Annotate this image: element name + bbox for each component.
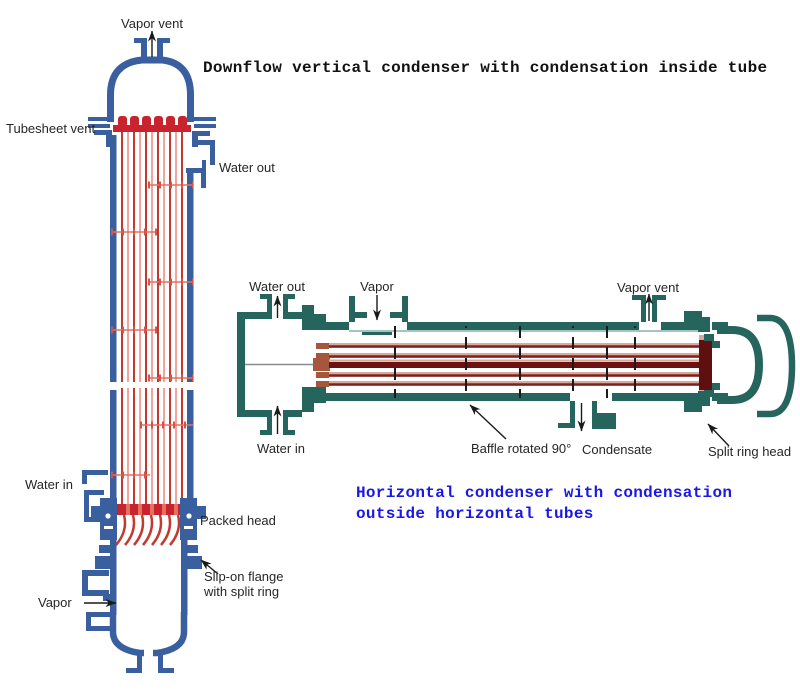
tube-drip-tips <box>115 514 181 546</box>
split-ring-head-arrow <box>707 423 730 447</box>
vertical-condenser-title: Downflow vertical condenser with condens… <box>203 59 768 77</box>
tube-bundle-horizontal <box>313 335 712 394</box>
vapor-label-vertical: Vapor <box>38 595 72 610</box>
vapor-inlet-nozzle <box>349 296 408 335</box>
packed-head-assembly <box>91 498 206 540</box>
bottom-tubesheet <box>117 504 187 515</box>
slip-on-flange-arrow <box>200 559 219 575</box>
tubes-vertical <box>121 132 183 504</box>
top-flange <box>88 117 216 147</box>
water-in-label-vertical: Water in <box>25 477 73 492</box>
lower-shell-vertical <box>82 540 188 631</box>
annotation-arrows <box>84 30 730 607</box>
slip-on-flange-label-line1: Slip-on flange <box>204 569 284 584</box>
baffle-rotated-label: Baffle rotated 90° <box>471 441 572 456</box>
vertical-condenser-drawing <box>82 38 216 673</box>
condensate-label: Condensate <box>582 442 653 457</box>
water-out-label-vertical: Water out <box>219 160 275 175</box>
baffle-arrow <box>469 404 507 440</box>
split-ring-head-drawing <box>684 311 796 418</box>
baffles-horizontal <box>394 326 636 398</box>
condensate-nozzle <box>558 401 616 429</box>
vapor-vent-nozzle-vertical <box>134 38 170 62</box>
vapor-vent-nozzle-horizontal <box>632 295 666 322</box>
packed-head-label: Packed head <box>200 513 276 528</box>
top-tubesheet <box>113 116 191 132</box>
water-in-nozzle-vertical <box>82 470 108 522</box>
vapor-vent-label-vertical: Vapor vent <box>121 16 183 31</box>
bottom-dome <box>109 612 188 673</box>
water-in-label-horizontal: Water in <box>257 441 305 456</box>
horizontal-condenser-title-line2: outside horizontal tubes <box>356 505 594 523</box>
vapor-label-horizontal: Vapor <box>360 279 394 294</box>
top-dome <box>107 56 194 122</box>
slip-on-flange-label-line2: with split ring <box>204 584 280 599</box>
horizontal-condenser-drawing <box>237 294 796 435</box>
split-ring-head-label: Split ring head <box>708 444 792 459</box>
baffles-vertical <box>111 181 193 479</box>
horizontal-condenser-title-line1: Horizontal condenser with condensation <box>356 484 733 502</box>
vapor-vent-label-horizontal: Vapor vent <box>617 280 679 295</box>
shell-walls-vertical <box>110 135 194 498</box>
slip-on-flange-tabs <box>95 545 202 569</box>
water-out-label-horizontal: Water out <box>249 279 305 294</box>
shell-walls-horizontal <box>312 322 702 401</box>
horizontal-condenser-title: Horizontal condenser with condensation o… <box>356 483 732 525</box>
water-out-nozzle-vertical <box>186 140 215 188</box>
tubesheet-vent-label: Tubesheet vent <box>6 121 96 136</box>
slip-on-flange-label: Slip-on flange with split ring <box>204 569 284 599</box>
